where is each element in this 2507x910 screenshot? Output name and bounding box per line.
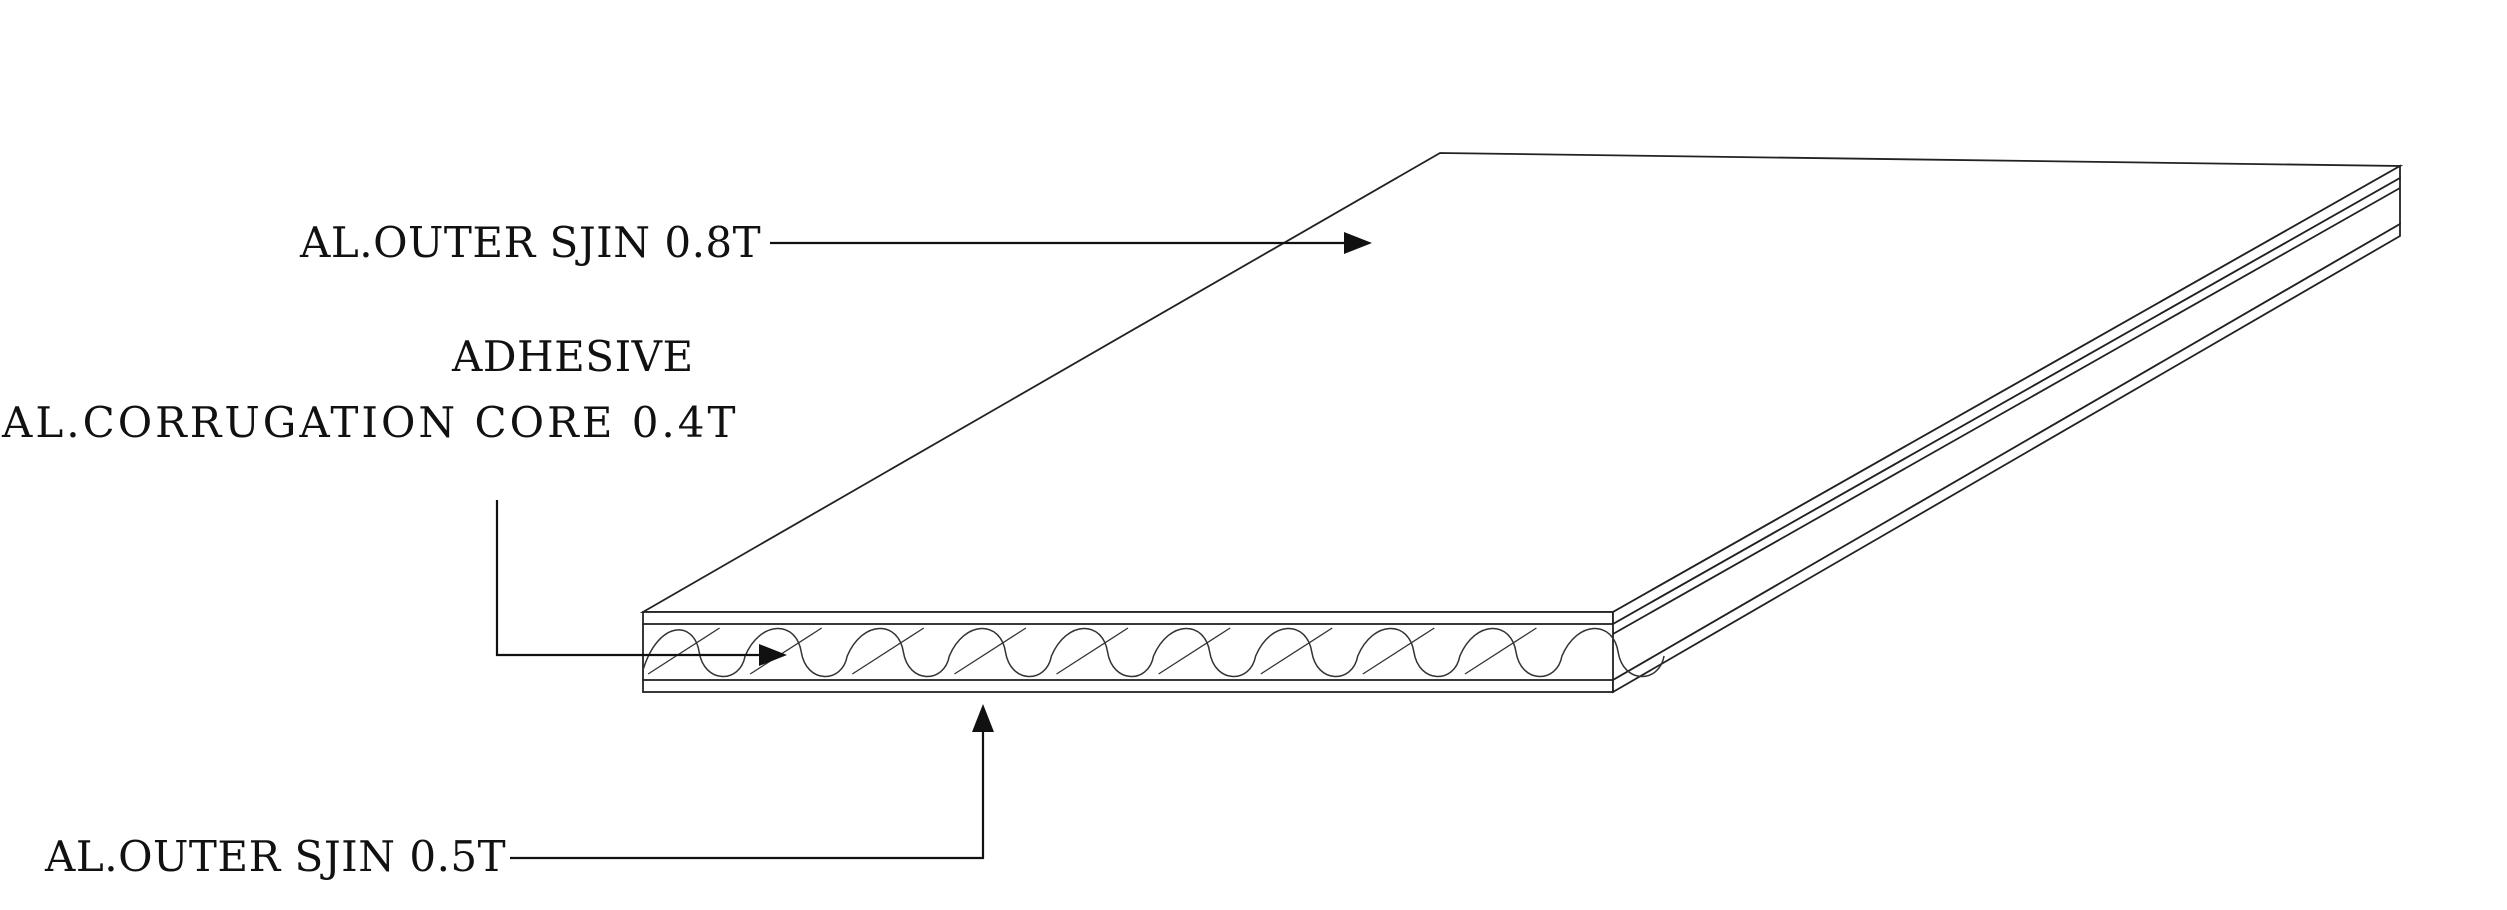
leader-corrugation-core	[495, 500, 787, 666]
corrugation-hatch	[1260, 627, 1333, 675]
corrugation-hatch	[1464, 627, 1537, 675]
label-outer-skin-lower: AL.OUTER SJIN 0.5T	[44, 832, 506, 881]
lower-skin-right-edge	[1612, 222, 2401, 694]
leader-upper-skin	[770, 232, 1372, 254]
corrugation-wave	[642, 627, 1665, 678]
upper-skin-front-edge	[642, 611, 1614, 625]
lower-skin-front-edge	[642, 679, 1614, 693]
label-corrugation-core: AL.CORRUGATION CORE 0.4T	[1, 398, 739, 447]
leader-lower-skin	[510, 704, 994, 860]
corrugation-hatch	[954, 627, 1027, 675]
corrugation-core-profile	[642, 627, 1665, 678]
corrugation-hatch	[851, 627, 925, 675]
corrugation-hatch	[1362, 627, 1435, 675]
label-outer-skin-upper: AL.OUTER SJIN 0.8T	[299, 218, 761, 267]
core-right-side-line	[1612, 187, 2401, 635]
label-adhesive: ADHESIVE	[451, 332, 694, 381]
corrugation-hatch	[1158, 627, 1231, 675]
corrugation-hatch	[1056, 627, 1129, 675]
corrugation-hatch	[749, 627, 823, 675]
corrugation-hatch	[647, 627, 720, 675]
